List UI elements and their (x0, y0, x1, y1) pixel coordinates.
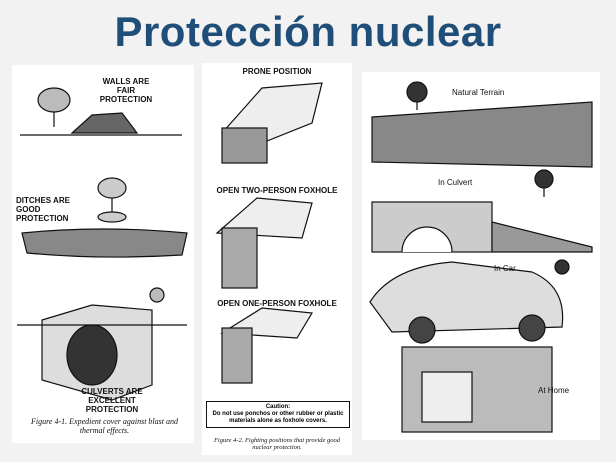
one-person-foxhole-label: OPEN ONE-PERSON FOXHOLE (217, 299, 337, 308)
slide-title: Protección nuclear (114, 8, 502, 55)
figure-expedient-cover: WALLS ARE FAIR PROTECTION DITCHES ARE GO… (12, 65, 194, 443)
caution-title: Caution: (265, 404, 291, 410)
figure-shelter-locations: Natural Terrain In Culvert In Car At Hom… (362, 72, 600, 440)
walls-label: WALLS ARE FAIR PROTECTION (99, 77, 153, 104)
caution-text: Do not use ponchos or other rubber or pl… (212, 411, 344, 424)
foxhole-illustrations (215, 82, 323, 384)
two-person-foxhole-label: OPEN TWO-PERSON FOXHOLE (216, 186, 338, 195)
figure-fighting-positions: PRONE POSITION OPEN TWO-PERSON FOXHOLE O… (202, 63, 352, 455)
figure-4-1-caption: Figure 4-1. Expedient cover against blas… (30, 417, 178, 435)
in-car-label: In Car (494, 264, 516, 273)
in-culvert-label: In Culvert (438, 178, 473, 187)
prone-position-label: PRONE POSITION (242, 67, 312, 76)
natural-terrain-label: Natural Terrain (452, 88, 505, 97)
at-home-label: At Home (538, 386, 570, 395)
shelter-illustrations (369, 81, 593, 433)
wall-illustration (17, 87, 188, 401)
ditches-label: DITCHES ARE GOOD PROTECTION (16, 196, 70, 223)
culverts-label: CULVERTS ARE EXCELLENT PROTECTION (81, 387, 143, 414)
caution-box: Caution: Do not use ponchos or other rub… (206, 401, 350, 428)
figure-4-2-caption: Figure 4-2. Fighting positions that prov… (213, 437, 341, 451)
